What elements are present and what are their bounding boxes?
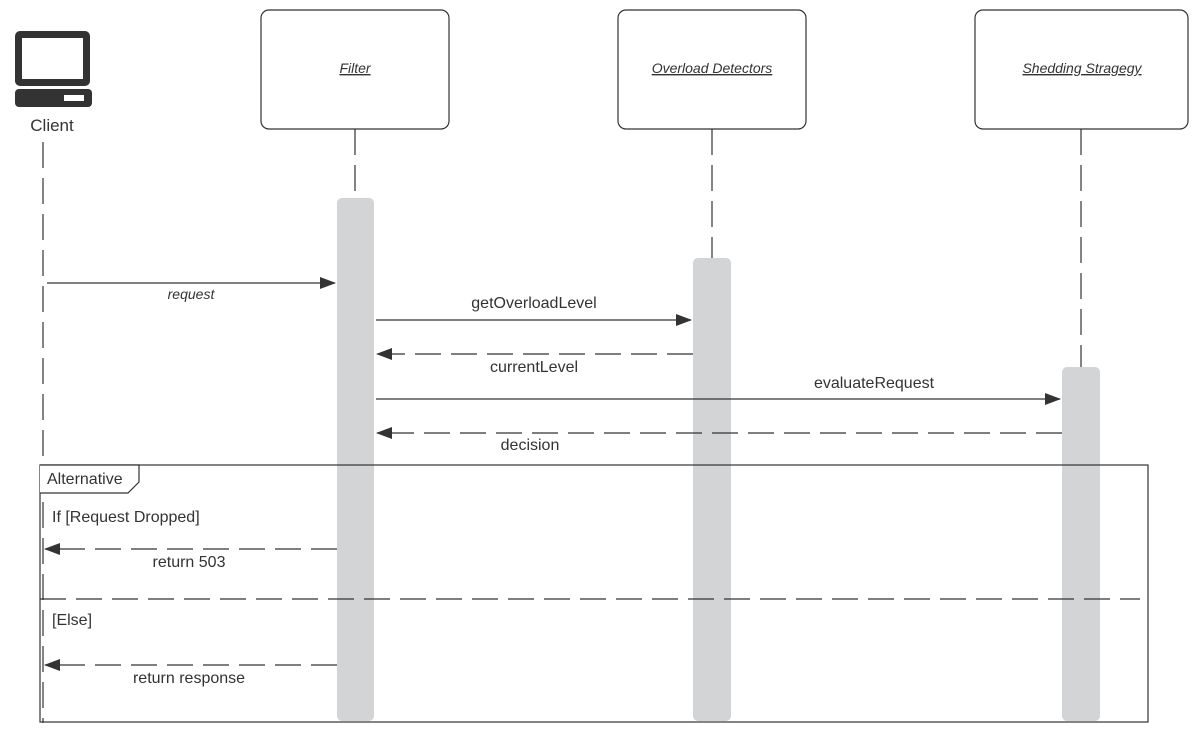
guard-else-label: [Else] (52, 612, 92, 629)
message-return-503-label: return 503 (153, 554, 226, 571)
alternative-fragment-tag (40, 464, 140, 494)
participant-filter-label: Filter (339, 60, 371, 76)
guard-if-label: If [Request Dropped] (52, 509, 200, 526)
message-return-response-label: return response (133, 670, 245, 687)
participant-client-label: Client (30, 116, 74, 135)
alternative-fragment (39, 464, 1149, 723)
activation-detectors (693, 258, 731, 721)
participant-shedding-strategy: Shedding Stragegy (974, 9, 1189, 130)
participant-strategy-label: Shedding Stragegy (1022, 60, 1142, 76)
message-current-level-label: currentLevel (490, 359, 578, 376)
participant-filter: Filter (260, 9, 450, 130)
message-request-label: request (168, 286, 216, 302)
activation-strategy (1062, 367, 1100, 721)
activation-filter (337, 198, 374, 721)
participant-overload-detectors: Overload Detectors (617, 9, 807, 130)
message-evaluate-request-label: evaluateRequest (814, 375, 935, 392)
alternative-fragment-label: Alternative (47, 471, 123, 488)
participant-detectors-label: Overload Detectors (652, 60, 773, 76)
message-decision-label: decision (501, 437, 560, 454)
desktop-computer-icon (15, 31, 92, 107)
message-get-overload-level-label: getOverloadLevel (471, 295, 596, 312)
